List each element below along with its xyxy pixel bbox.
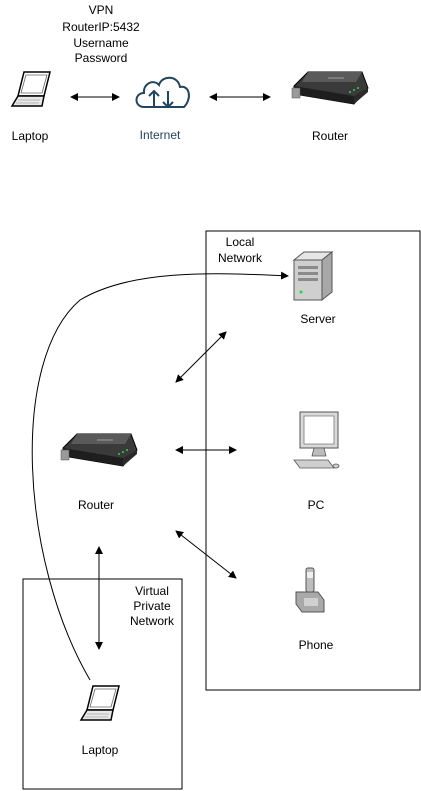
router-icon [60, 433, 138, 467]
vpn-info-line-2: RouterIP:5432 [62, 20, 140, 34]
vpn-info-line-3: Username [73, 36, 129, 50]
server-label: Server [300, 312, 335, 326]
pc-icon [293, 411, 340, 469]
pc-label: PC [308, 498, 325, 512]
vpn-label-line-2: Private [133, 599, 171, 613]
arrow-router-server [175, 331, 227, 383]
router-icon [291, 71, 369, 105]
vpn-info-line-1: VPN [89, 3, 114, 17]
local-network-box [205, 230, 421, 691]
vpn-info-line-4: Password [75, 51, 128, 65]
top-router-label: Router [312, 129, 348, 143]
phone-icon [295, 567, 325, 613]
top-laptop-label: Laptop [12, 129, 49, 143]
vpn-label-line-1: Virtual [135, 584, 169, 598]
arrow-router-phone [175, 530, 237, 579]
server-icon [292, 250, 334, 302]
laptop-icon [79, 685, 120, 721]
internet-label: Internet [140, 128, 181, 142]
laptop-icon [10, 71, 51, 107]
vpn-label-line-3: Network [130, 614, 175, 628]
phone-label: Phone [299, 638, 334, 652]
bottom-laptop-label: Laptop [82, 743, 119, 757]
vpn-tunnel-curve [31, 271, 289, 681]
local-network-label-line-1: Local [226, 235, 255, 249]
bottom-router-label: Router [78, 498, 114, 512]
cloud-icon [135, 76, 190, 109]
local-network-label-line-2: Network [218, 251, 263, 265]
